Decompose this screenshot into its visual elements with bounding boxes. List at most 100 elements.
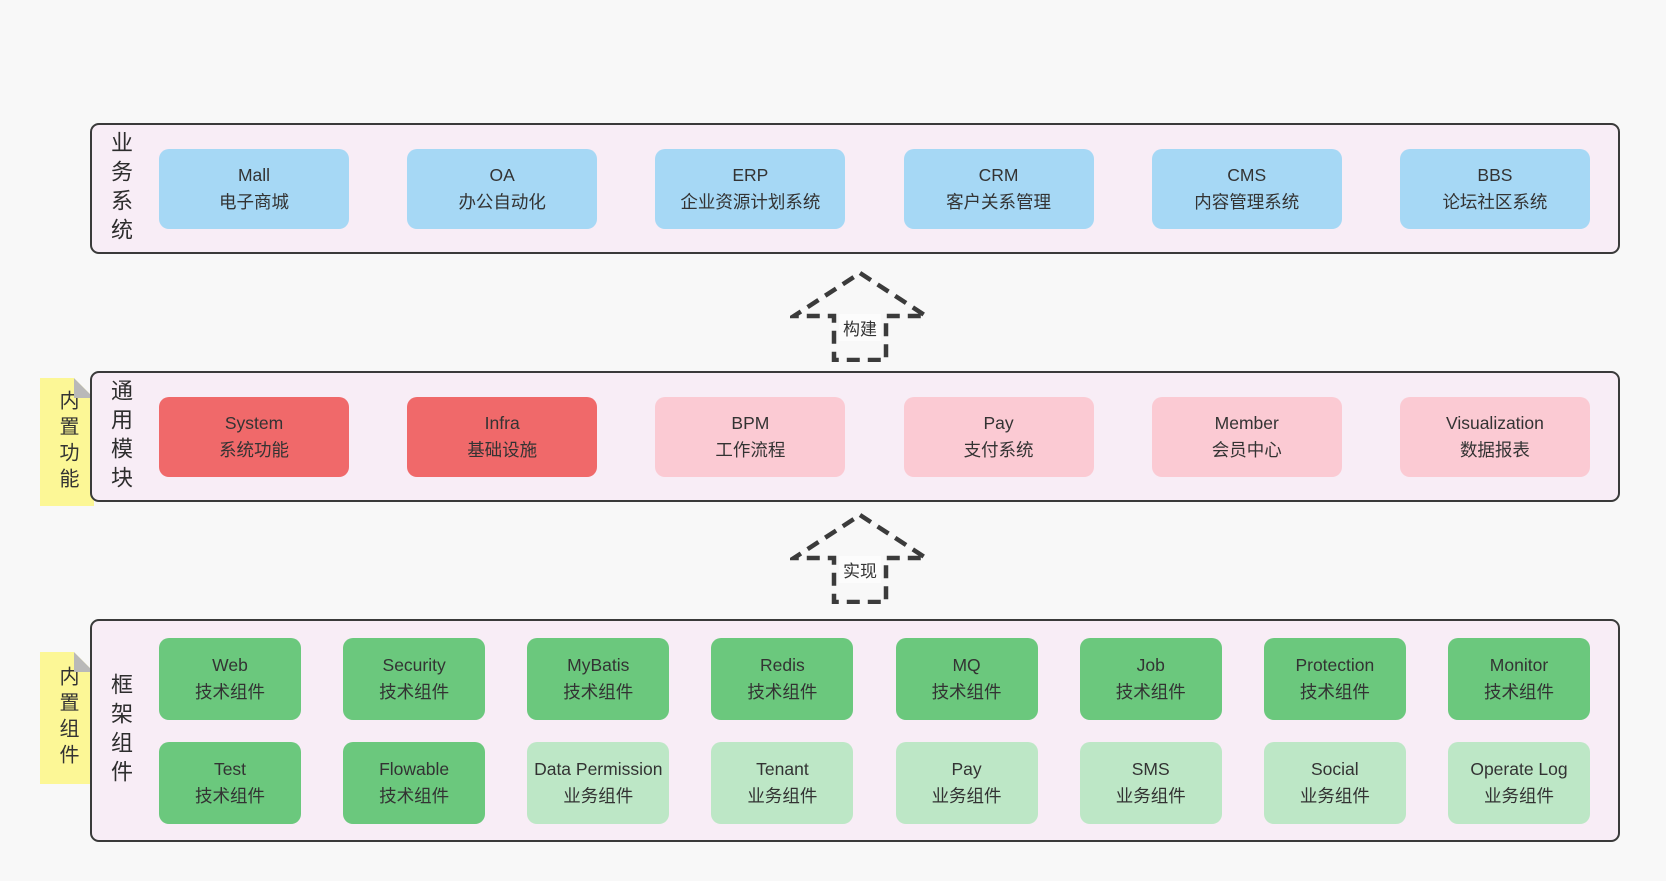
box-monitor: Monitor 技术组件 xyxy=(1447,637,1590,720)
build-arrow-label: 构建 xyxy=(839,314,881,341)
box-system: System 系统功能 xyxy=(159,396,349,477)
box-mall-desc: 电子商城 xyxy=(219,191,289,212)
box-pay-component-name: Pay xyxy=(951,759,982,780)
box-visualization: Visualization 数据报表 xyxy=(1399,396,1590,477)
business-systems-boxes: Mall 电子商城 OA 办公自动化 ERP 企业资源计划系统 CRM 客户关系… xyxy=(159,148,1590,229)
box-mq: MQ 技术组件 xyxy=(895,637,1038,720)
box-protection: Protection 技术组件 xyxy=(1263,637,1406,720)
box-oa: OA 办公自动化 xyxy=(407,148,598,229)
common-modules-panel-label: 通用模块 xyxy=(108,378,133,495)
box-protection-desc: 技术组件 xyxy=(1299,681,1370,702)
common-modules-boxes: System 系统功能 Infra 基础设施 BPM 工作流程 Pay 支付系统… xyxy=(159,396,1590,477)
box-web: Web 技术组件 xyxy=(159,637,301,720)
built-in-components-note: 内置组件 xyxy=(40,652,94,784)
box-mq-desc: 技术组件 xyxy=(931,681,1002,702)
framework-components-panel: 框架组件 Web 技术组件 Security 技术组件 MyBatis 技术组件… xyxy=(90,619,1620,842)
box-security-desc: 技术组件 xyxy=(379,681,450,702)
box-social: Social 业务组件 xyxy=(1263,741,1406,824)
box-data-permission-desc: 业务组件 xyxy=(563,785,634,806)
implement-arrow-label: 实现 xyxy=(839,556,881,583)
box-test-desc: 技术组件 xyxy=(195,785,265,806)
box-security: Security 技术组件 xyxy=(343,637,486,720)
box-tenant: Tenant 业务组件 xyxy=(711,741,854,824)
box-mq-name: MQ xyxy=(952,655,981,676)
box-redis-name: Redis xyxy=(760,655,805,676)
box-infra-name: Infra xyxy=(484,413,520,434)
build-arrow: 构建 xyxy=(790,270,930,362)
box-oa-desc: 办公自动化 xyxy=(458,191,546,212)
box-crm: CRM 客户关系管理 xyxy=(903,148,1094,229)
box-erp-desc: 企业资源计划系统 xyxy=(680,191,821,212)
box-visualization-name: Visualization xyxy=(1445,413,1544,434)
box-member: Member 会员中心 xyxy=(1151,396,1342,477)
box-redis-desc: 技术组件 xyxy=(747,681,818,702)
box-job-desc: 技术组件 xyxy=(1115,681,1186,702)
box-member-desc: 会员中心 xyxy=(1211,439,1282,460)
box-mybatis-desc: 技术组件 xyxy=(563,681,634,702)
box-mall-name: Mall xyxy=(237,165,271,186)
built-in-functions-note: 内置功能 xyxy=(40,378,94,506)
box-cms-name: CMS xyxy=(1227,165,1267,186)
box-bpm-name: BPM xyxy=(731,413,770,434)
box-protection-name: Protection xyxy=(1295,655,1375,676)
box-data-permission: Data Permission 业务组件 xyxy=(527,741,670,824)
box-pay-module-name: Pay xyxy=(983,413,1014,434)
box-infra-desc: 基础设施 xyxy=(467,439,538,460)
box-test-name: Test xyxy=(213,759,247,780)
box-bbs: BBS 论坛社区系统 xyxy=(1399,148,1590,229)
box-flowable: Flowable 技术组件 xyxy=(343,741,486,824)
box-web-desc: 技术组件 xyxy=(195,681,265,702)
box-web-name: Web xyxy=(212,655,248,676)
box-sms-name: SMS xyxy=(1131,759,1170,780)
box-bbs-name: BBS xyxy=(1477,165,1513,186)
box-flowable-desc: 技术组件 xyxy=(379,785,450,806)
framework-components-boxes: Web 技术组件 Security 技术组件 MyBatis 技术组件 Redi… xyxy=(159,637,1590,824)
box-bpm-desc: 工作流程 xyxy=(715,439,786,460)
box-job: Job 技术组件 xyxy=(1079,637,1222,720)
box-sms: SMS 业务组件 xyxy=(1079,741,1222,824)
box-operate-log: Operate Log 业务组件 xyxy=(1447,741,1590,824)
box-erp: ERP 企业资源计划系统 xyxy=(655,148,846,229)
built-in-functions-note-label: 内置功能 xyxy=(56,390,78,494)
implement-arrow: 实现 xyxy=(790,512,930,604)
box-tenant-name: Tenant xyxy=(756,759,809,780)
box-bpm: BPM 工作流程 xyxy=(655,396,846,477)
box-sms-desc: 业务组件 xyxy=(1115,785,1186,806)
box-flowable-name: Flowable xyxy=(379,759,450,780)
box-test: Test 技术组件 xyxy=(159,741,301,824)
business-systems-panel: 业务系统 Mall 电子商城 OA 办公自动化 ERP 企业资源计划系统 CRM… xyxy=(90,123,1620,254)
box-mybatis: MyBatis 技术组件 xyxy=(527,637,670,720)
box-monitor-name: Monitor xyxy=(1489,655,1549,676)
box-erp-name: ERP xyxy=(732,165,769,186)
box-pay-component-desc: 业务组件 xyxy=(931,785,1002,806)
box-system-name: System xyxy=(224,413,284,434)
box-infra: Infra 基础设施 xyxy=(407,396,598,477)
box-visualization-desc: 数据报表 xyxy=(1459,439,1530,460)
box-crm-name: CRM xyxy=(978,165,1019,186)
box-data-permission-name: Data Permission xyxy=(534,759,663,780)
box-system-desc: 系统功能 xyxy=(219,439,289,460)
box-pay-module: Pay 支付系统 xyxy=(903,396,1094,477)
box-security-name: Security xyxy=(382,655,446,676)
box-bbs-desc: 论坛社区系统 xyxy=(1442,191,1548,212)
box-operate-log-desc: 业务组件 xyxy=(1483,785,1554,806)
common-modules-panel: 通用模块 System 系统功能 Infra 基础设施 BPM 工作流程 Pay… xyxy=(90,371,1620,502)
box-oa-name: OA xyxy=(489,165,515,186)
box-social-desc: 业务组件 xyxy=(1299,785,1370,806)
box-mall: Mall 电子商城 xyxy=(159,148,349,229)
box-job-name: Job xyxy=(1136,655,1165,676)
box-cms: CMS 内容管理系统 xyxy=(1151,148,1342,229)
box-pay-component: Pay 业务组件 xyxy=(895,741,1038,824)
box-monitor-desc: 技术组件 xyxy=(1483,681,1554,702)
box-redis: Redis 技术组件 xyxy=(711,637,854,720)
box-pay-module-desc: 支付系统 xyxy=(963,439,1034,460)
box-mybatis-name: MyBatis xyxy=(567,655,630,676)
box-crm-desc: 客户关系管理 xyxy=(946,191,1052,212)
business-systems-panel-label: 业务系统 xyxy=(108,130,133,247)
framework-components-panel-label: 框架组件 xyxy=(108,672,133,789)
box-operate-log-name: Operate Log xyxy=(1470,759,1568,780)
box-cms-desc: 内容管理系统 xyxy=(1194,191,1300,212)
built-in-components-note-label: 内置组件 xyxy=(56,666,78,770)
box-member-name: Member xyxy=(1214,413,1279,434)
